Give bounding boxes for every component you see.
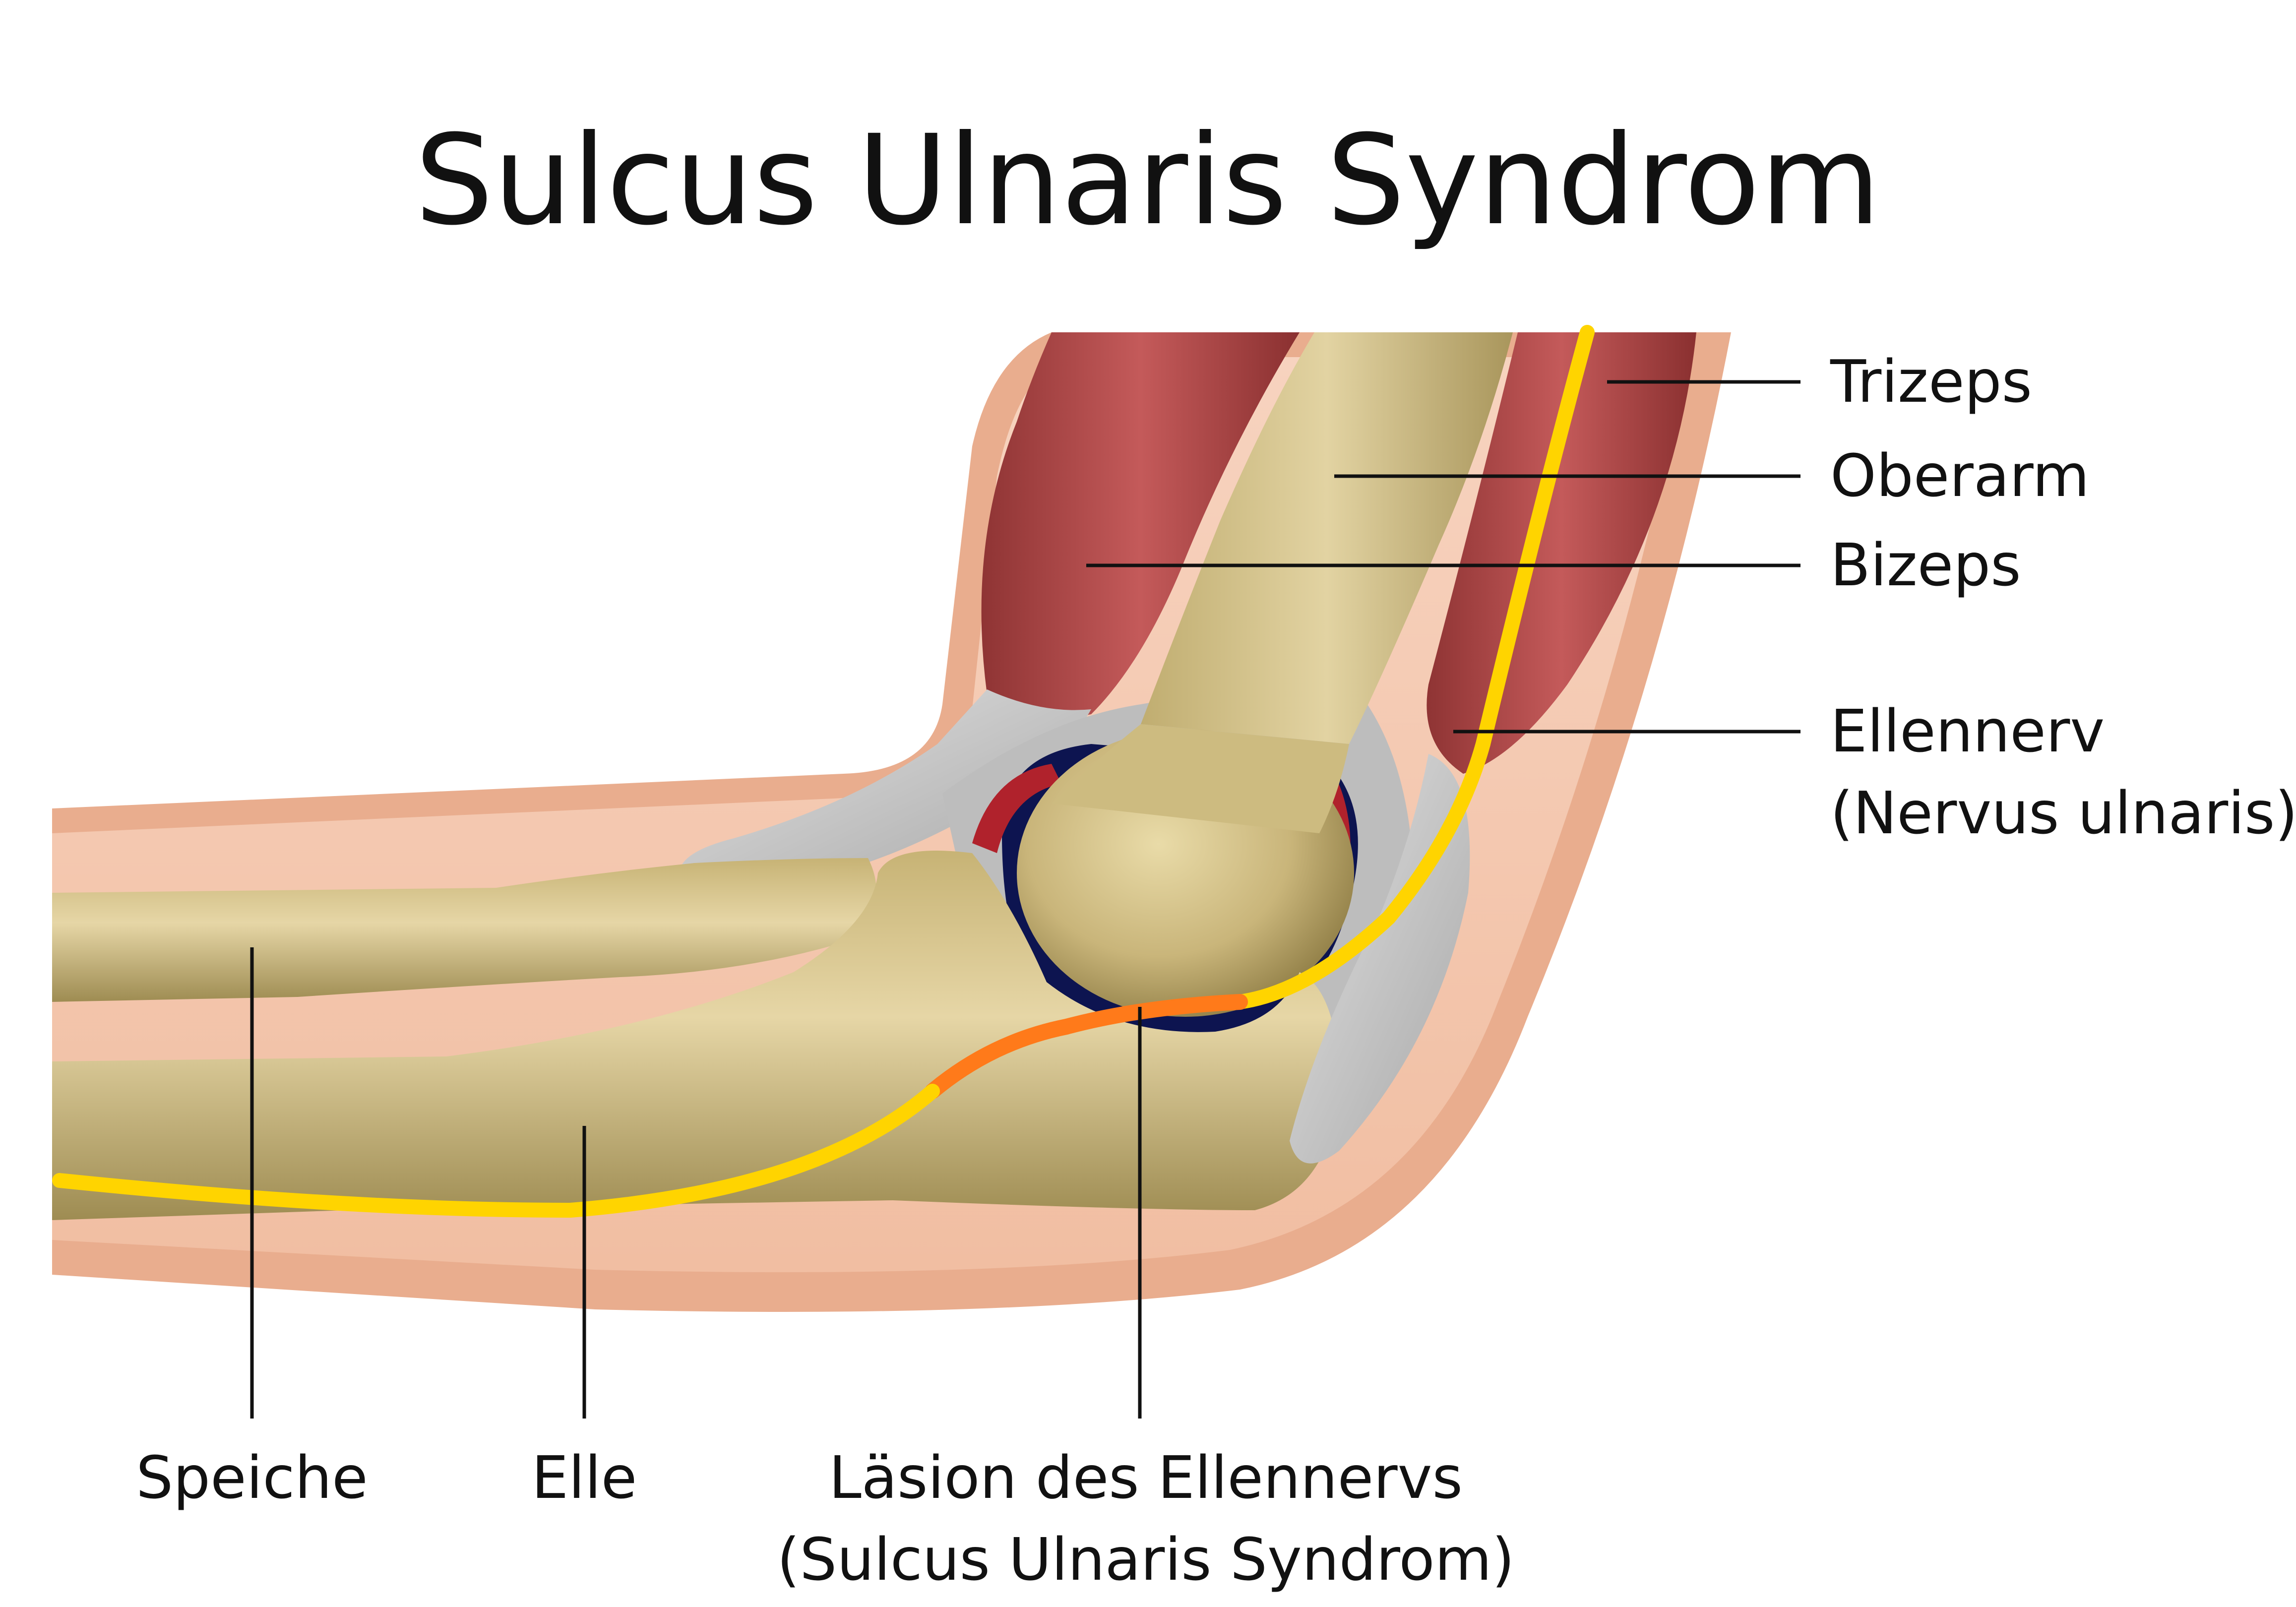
triceps-muscle — [1427, 332, 1696, 774]
biceps-muscle — [981, 332, 1300, 719]
radius-bone — [52, 858, 876, 1002]
label-ellennerv: Ellennerv — [1830, 697, 2105, 765]
label-elle: Elle — [532, 1443, 637, 1512]
ulnar-nerve — [1233, 325, 1595, 1009]
diagram-title: Sulcus Ulnaris Syndrom — [415, 108, 1881, 252]
vessel — [972, 764, 1061, 853]
ulna-bone — [52, 851, 1339, 1220]
label-oberarm: Oberarm — [1830, 441, 2090, 510]
label-speiche: Speiche — [136, 1443, 368, 1512]
humerus-bone — [1141, 332, 1513, 744]
label-laesion: Läsion des Ellennervs — [829, 1443, 1463, 1512]
ulnar-nerve-forearm — [52, 1084, 940, 1218]
humerus-neck — [1052, 724, 1349, 833]
label-laesion-sub: (Sulcus Ulnaris Syndrom) — [777, 1525, 1514, 1594]
label-nervus-ulnaris: (Nervus ulnaris) — [1830, 779, 2296, 847]
label-bizeps: Bizeps — [1830, 531, 2021, 599]
nerve-lesion-segment — [925, 994, 1248, 1099]
biceps-tendon — [679, 689, 1091, 887]
label-trizeps: Trizeps — [1830, 347, 2032, 416]
